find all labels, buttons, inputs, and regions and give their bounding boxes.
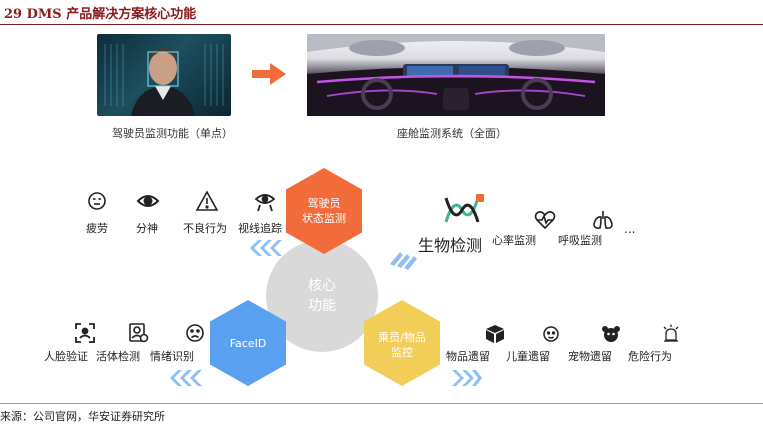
driver-camera-image bbox=[97, 34, 231, 116]
chevron-right-icon bbox=[448, 370, 482, 390]
gaze-tracking-icon bbox=[254, 190, 276, 212]
chevron-left-icon bbox=[248, 240, 282, 260]
chevron-bio-icon bbox=[386, 242, 418, 274]
passenger-object-line2: 监控 bbox=[364, 345, 440, 360]
eye-icon bbox=[136, 190, 160, 212]
child-face-icon bbox=[540, 324, 562, 344]
footer-divider bbox=[0, 403, 763, 404]
tired-face-icon bbox=[86, 190, 108, 212]
passenger-left-child: 儿童遗留 bbox=[506, 348, 550, 364]
driver-feature-distraction: 分神 bbox=[136, 220, 158, 236]
heartbeat-icon bbox=[534, 210, 556, 230]
bio-respiration: 呼吸监测 bbox=[558, 232, 602, 248]
driver-state-line1: 驾驶员 bbox=[286, 196, 362, 211]
core-label-line1: 核心 bbox=[266, 276, 378, 296]
passenger-left-pet: 宠物遗留 bbox=[568, 348, 612, 364]
emotion-face-icon bbox=[184, 322, 206, 344]
face-scan-icon bbox=[74, 322, 96, 344]
passenger-dangerous-behavior: 危险行为 bbox=[628, 348, 672, 364]
driver-monitoring-caption: 驾驶员监测功能（单点） bbox=[112, 125, 233, 141]
driver-feature-bad-behavior: 不良行为 bbox=[183, 220, 227, 236]
source-note: 来源：公司官网，华安证券研究所 bbox=[0, 408, 165, 424]
faceid-label: FaceID bbox=[210, 336, 286, 351]
passenger-object-label: 乘员/物品 监控 bbox=[364, 330, 440, 360]
driver-feature-gaze: 视线追踪 bbox=[238, 220, 282, 236]
faceid-emotion: 情绪识别 bbox=[150, 348, 194, 364]
bio-heart-rate: 心率监测 bbox=[492, 232, 536, 248]
cabin-monitoring-caption: 座舱监测系统（全面） bbox=[397, 125, 507, 141]
faceid-face-verification: 人脸验证 bbox=[44, 348, 88, 364]
package-icon bbox=[484, 324, 506, 344]
faceid-liveness: 活体检测 bbox=[96, 348, 140, 364]
passenger-left-item: 物品遗留 bbox=[446, 348, 490, 364]
driver-feature-fatigue: 疲劳 bbox=[86, 220, 108, 236]
driver-state-line2: 状态监测 bbox=[286, 211, 362, 226]
passenger-object-line1: 乘员/物品 bbox=[364, 330, 440, 345]
alarm-light-icon bbox=[660, 324, 682, 344]
arrow-right-icon bbox=[252, 63, 286, 89]
pet-icon bbox=[600, 324, 622, 344]
figure-title: 29 DMS 产品解决方案核心功能 bbox=[4, 3, 196, 22]
lungs-icon bbox=[592, 210, 614, 230]
driver-state-label: 驾驶员 状态监测 bbox=[286, 196, 362, 226]
bio-ellipsis: ... bbox=[624, 222, 635, 236]
warning-icon bbox=[196, 190, 218, 212]
chevron-faceid-icon bbox=[168, 370, 202, 390]
cabin-interior-image bbox=[307, 34, 605, 116]
bio-detection-title: 生物检测 bbox=[418, 232, 482, 256]
liveness-icon bbox=[128, 322, 150, 344]
dna-icon bbox=[440, 192, 484, 232]
